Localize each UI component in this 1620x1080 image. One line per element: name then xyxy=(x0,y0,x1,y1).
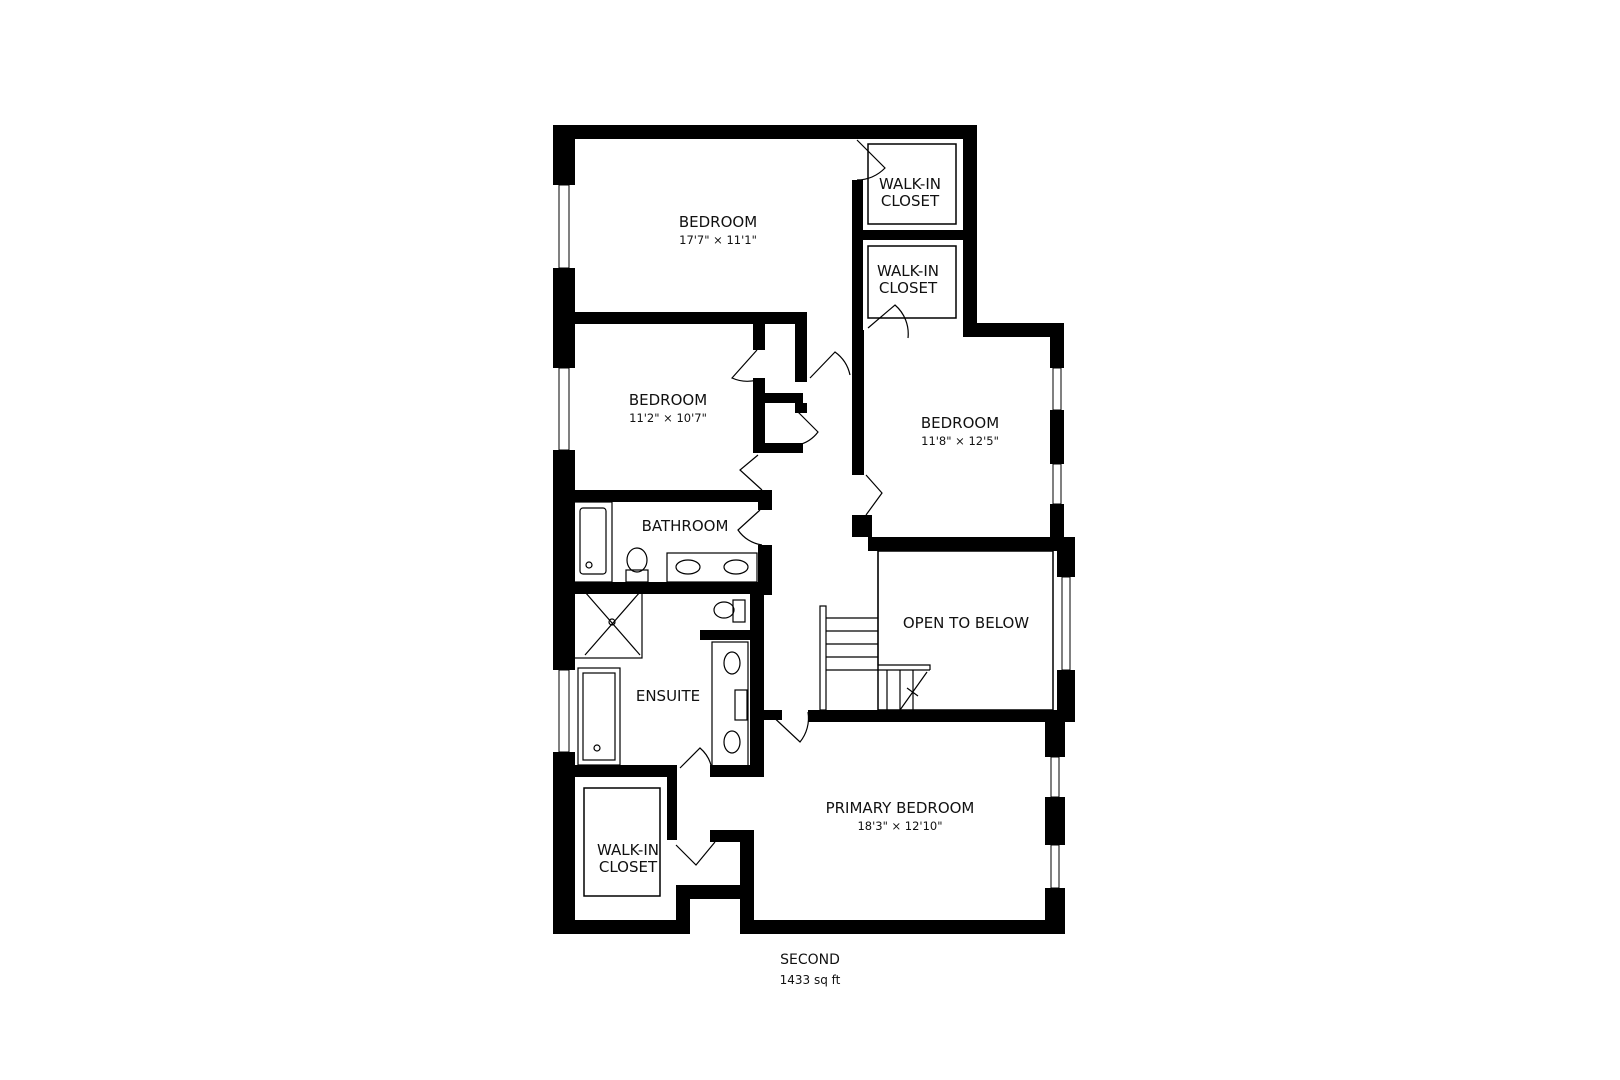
room-label-walk-in-closet-1: WALK-IN xyxy=(879,175,941,193)
room-label-walk-in-closet-2: WALK-IN xyxy=(877,262,939,280)
room-label-walk-in-closet-1-line2: CLOSET xyxy=(881,192,940,210)
floor-area: 1433 sq ft xyxy=(780,973,841,987)
staircase xyxy=(819,551,931,711)
room-label-ensuite: ENSUITE xyxy=(636,687,700,705)
room-label-primary-bedroom: PRIMARY BEDROOM xyxy=(826,799,975,817)
floor-name: SECOND xyxy=(780,952,840,968)
room-dimensions-bedroom-2: 11'2" × 10'7" xyxy=(629,411,707,425)
room-dimensions-bedroom-1: 17'7" × 11'1" xyxy=(679,233,757,247)
interior-walls xyxy=(575,143,1065,897)
exterior-walls xyxy=(553,125,1075,934)
room-dimensions-bedroom-3: 11'8" × 12'5" xyxy=(921,434,999,448)
room-labels: BEDROOM 17'7" × 11'1" WALK-IN CLOSET WAL… xyxy=(597,175,1029,987)
room-label-walk-in-closet-2-line2: CLOSET xyxy=(879,279,938,297)
room-label-walk-in-closet-3-line2: CLOSET xyxy=(599,858,658,876)
room-label-bedroom-3: BEDROOM xyxy=(921,414,999,432)
doors xyxy=(675,139,909,866)
room-dimensions-primary-bedroom: 18'3" × 12'10" xyxy=(857,819,942,833)
room-label-open-to-below: OPEN TO BELOW xyxy=(903,614,1029,632)
fixtures xyxy=(569,501,758,769)
room-label-bedroom-1: BEDROOM xyxy=(679,213,757,231)
room-label-walk-in-closet-3: WALK-IN xyxy=(597,841,659,859)
room-label-bedroom-2: BEDROOM xyxy=(629,391,707,409)
room-label-bathroom: BATHROOM xyxy=(642,517,729,535)
